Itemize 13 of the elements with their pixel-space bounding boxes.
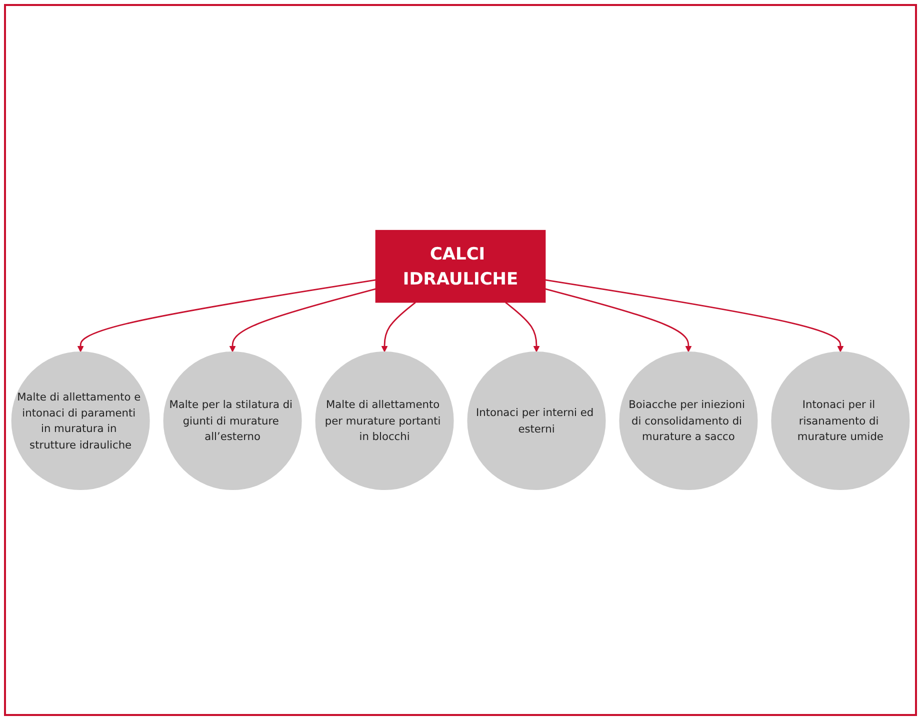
node-circle: Malte di allettamento per murature portanti in blocchi xyxy=(315,352,454,490)
node-circle: Malte di allettamento e intonaci di paramenti in muratura in strutture idrauliche xyxy=(11,352,150,490)
arrow xyxy=(545,288,692,352)
arrow xyxy=(505,302,540,352)
arrow xyxy=(229,288,376,352)
arrow xyxy=(545,279,844,352)
node-circle: Intonaci per il risanamento di murature umide xyxy=(771,352,910,490)
node-box: CALCI IDRAULICHE xyxy=(375,230,546,303)
arrow xyxy=(77,279,376,352)
node-circle: Boiacche per iniezioni di consolidamento di murature a sacco xyxy=(619,352,758,490)
node-circle: Malte per la stilatura di giunti di murature all’esterno xyxy=(163,352,302,490)
node-circle: Intonaci per interni ed esterni xyxy=(467,352,606,490)
arrow xyxy=(381,302,416,352)
